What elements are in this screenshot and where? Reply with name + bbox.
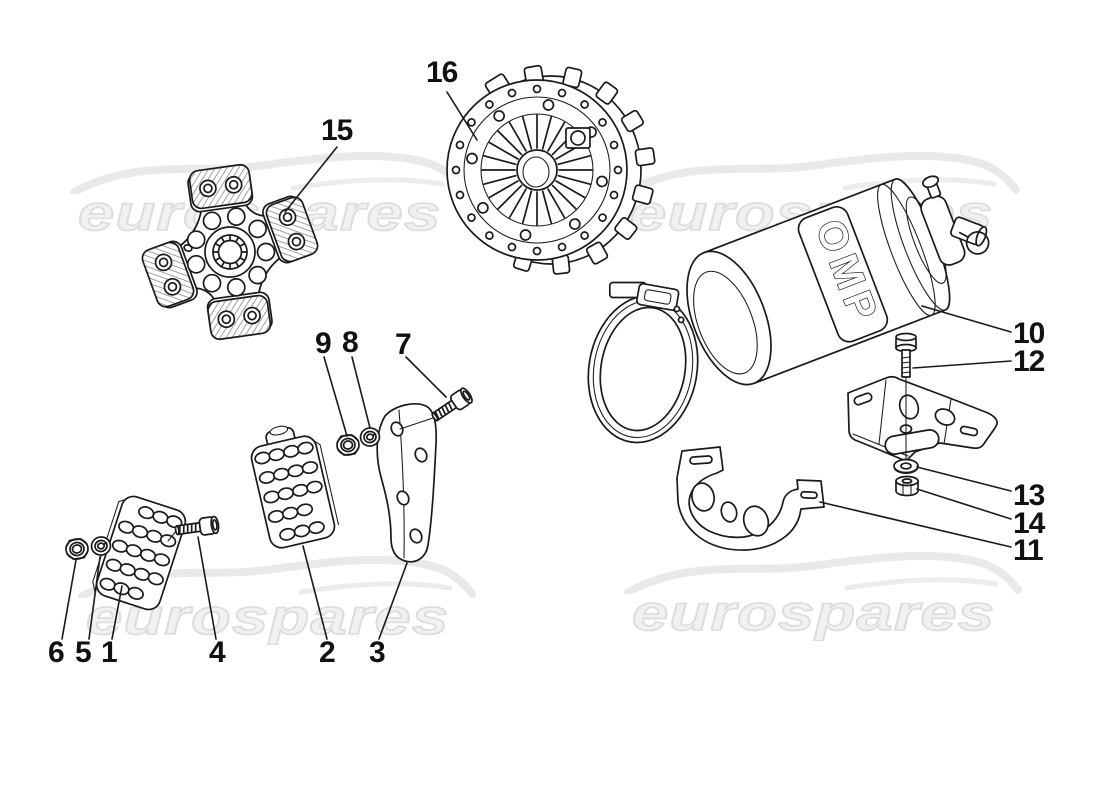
hub-rivet-holes xyxy=(186,207,276,297)
swoosh-graphic xyxy=(70,151,468,194)
part-label-12: 12 xyxy=(1013,345,1045,378)
clutch-pad xyxy=(187,163,254,213)
clutch-disc-drawing xyxy=(141,163,319,341)
valve-assembly xyxy=(905,175,990,284)
bolt-12-drawing xyxy=(895,332,917,463)
clutch-pad xyxy=(206,291,273,341)
spline-teeth xyxy=(212,234,248,270)
bolt-7-drawing xyxy=(428,385,476,426)
leader-lines xyxy=(61,91,1012,640)
part-label-10: 10 xyxy=(1013,317,1045,350)
part-label-8: 8 xyxy=(342,326,359,359)
pedal-1-fasteners xyxy=(63,515,221,562)
nut-9-drawing xyxy=(335,433,361,457)
label-band xyxy=(797,205,889,343)
pressure-plate-drawing xyxy=(446,64,656,275)
clutch-pad xyxy=(262,195,319,264)
part-label-7: 7 xyxy=(395,328,412,361)
plate-3-drawing xyxy=(376,403,438,563)
cover-lug xyxy=(565,127,591,149)
watermark-bottom-right: eurospares xyxy=(622,548,1032,642)
rim-bolt-holes xyxy=(451,84,623,256)
lower-bracket-drawing xyxy=(676,446,825,551)
clutch-pad xyxy=(141,240,198,309)
plate-3-fasteners xyxy=(335,385,476,457)
part-label-1: 1 xyxy=(101,636,118,669)
nozzle xyxy=(950,216,988,247)
strap-drawing xyxy=(587,281,699,444)
part-label-15: 15 xyxy=(321,114,353,147)
strap-buckle xyxy=(608,281,680,311)
nut-14-drawing xyxy=(895,475,919,497)
washer-13-drawing xyxy=(893,458,919,475)
part-label-16: 16 xyxy=(426,56,458,89)
part-label-2: 2 xyxy=(319,636,336,669)
part-label-9: 9 xyxy=(315,327,332,360)
part-label-11: 11 xyxy=(1013,534,1044,567)
upper-bracket-drawing xyxy=(847,375,998,462)
pedal-2-drawing xyxy=(250,425,340,549)
part-label-3: 3 xyxy=(369,636,386,669)
extinguisher-drawing: OMP xyxy=(686,175,990,386)
part-label-13: 13 xyxy=(1013,479,1045,512)
part-label-5: 5 xyxy=(75,636,92,669)
pull-ring xyxy=(965,231,990,255)
swoosh-graphic xyxy=(624,551,1022,594)
part-label-14: 14 xyxy=(1013,507,1045,540)
part-label-4: 4 xyxy=(209,636,226,669)
watermark-text: eurospares xyxy=(631,584,996,642)
nut-6-drawing xyxy=(63,536,91,562)
part-label-6: 6 xyxy=(48,636,65,669)
pedal-1-drawing xyxy=(92,495,187,611)
